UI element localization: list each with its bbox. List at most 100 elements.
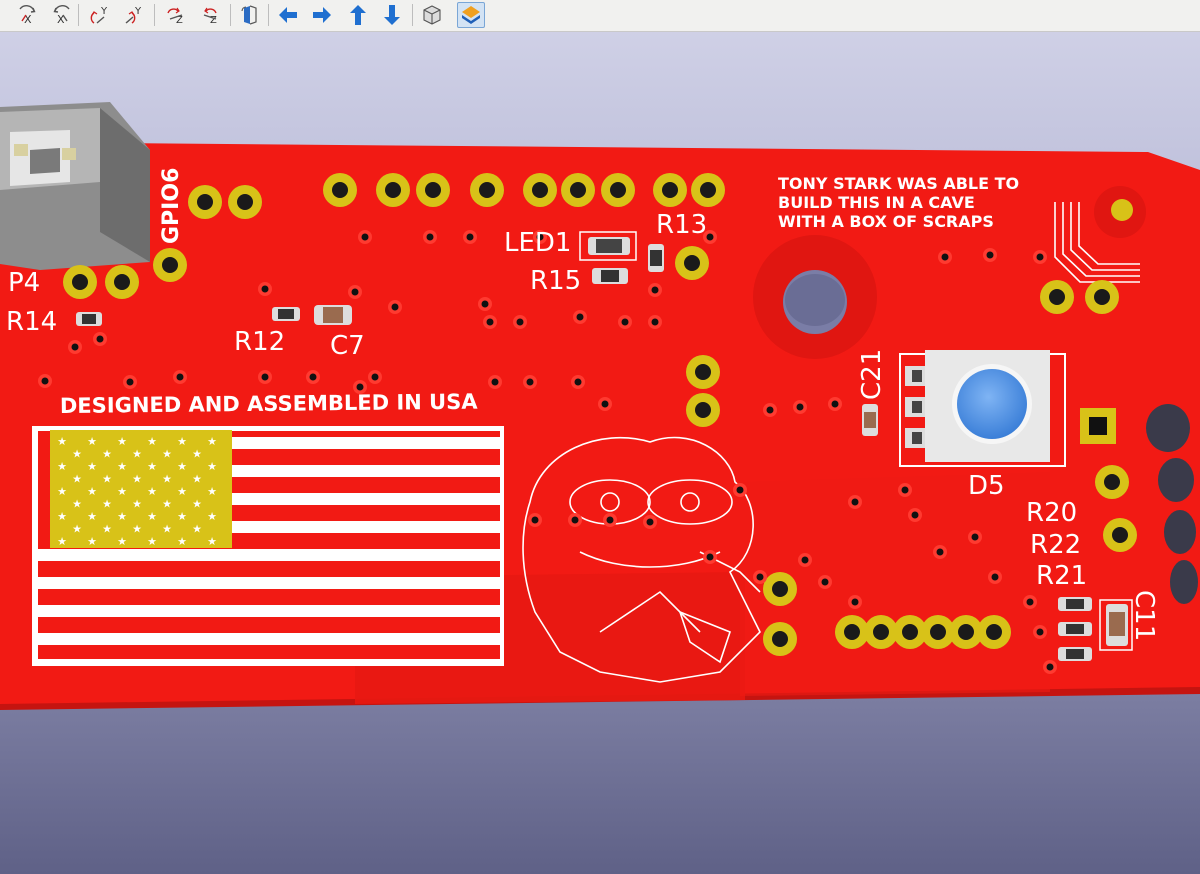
rotate-z-counterclockwise-icon: Z [203,7,217,26]
gpio6-label: GPIO6 [159,168,184,244]
move-up-button[interactable] [344,2,372,28]
drill-hole [114,274,130,290]
via [531,516,539,524]
via [1026,598,1034,606]
rotate-x-counterclockwise-button[interactable]: X [47,2,75,28]
star: ★ [177,510,187,523]
drill-hole [844,624,860,640]
drill-hole [662,182,678,198]
star: ★ [162,473,172,486]
r12-resistor [272,307,300,321]
drill-hole [532,182,548,198]
drill-hole [684,255,700,271]
via [574,378,582,386]
via [606,516,614,524]
tony-stark-line-1: TONY STARK WAS ABLE TO [778,174,1019,193]
via [391,303,399,311]
star: ★ [192,498,202,511]
star: ★ [192,473,202,486]
star: ★ [87,435,97,448]
flip-board-icon [241,5,257,25]
drill-hole [385,182,401,198]
rotate-y-counterclockwise-button[interactable]: Y [120,2,148,28]
via [851,598,859,606]
r14-resistor [76,312,102,326]
drill-hole [237,194,253,210]
star: ★ [162,498,172,511]
rotate-x-clockwise-button[interactable]: X [14,2,42,28]
star: ★ [207,535,217,548]
r15-label: R15 [530,266,581,296]
via [126,378,134,386]
via [526,378,534,386]
tony-stark-line-2: BUILD THIS IN A CAVE [778,193,975,212]
rotate-z-counterclockwise-button[interactable]: Z [196,2,224,28]
orthographic-view-button[interactable] [418,2,446,28]
via [309,373,317,381]
star: ★ [147,485,157,498]
c7-capacitor [314,305,352,325]
drill-hole [1112,527,1128,543]
star: ★ [117,535,127,548]
via [491,378,499,386]
via [986,251,994,259]
via [261,373,269,381]
star: ★ [177,485,187,498]
via [706,233,714,241]
star: ★ [207,510,217,523]
star: ★ [87,510,97,523]
drill-hole [570,182,586,198]
drill-hole [695,402,711,418]
star: ★ [117,460,127,473]
via [796,403,804,411]
designed-in-usa-label: DESIGNED AND ASSEMBLED IN USA [60,390,479,418]
d5-label: D5 [968,471,1005,501]
rotate-y-counterclockwise-icon: Y [125,6,142,24]
move-down-button[interactable] [378,2,406,28]
led1-label: LED1 [504,228,571,258]
via [361,233,369,241]
svg-text:X: X [57,13,65,26]
via [1046,663,1054,671]
drill-hole [479,182,495,198]
via [71,343,79,351]
move-right-button[interactable] [308,2,336,28]
rotate-y-clockwise-button[interactable]: Y [86,2,114,28]
drill-hole [695,364,711,380]
drill-hole [162,257,178,273]
via [96,335,104,343]
p4-label: P4 [8,268,40,298]
tony-stark-line-3: WITH A BOX OF SCRAPS [778,212,994,231]
via [651,286,659,294]
star: ★ [117,435,127,448]
move-left-button[interactable] [274,2,302,28]
flip-board-button[interactable] [236,2,264,28]
star: ★ [87,460,97,473]
via [1036,253,1044,261]
drill-hole [772,581,788,597]
star: ★ [207,435,217,448]
star: ★ [57,435,67,448]
star: ★ [162,448,172,461]
layers-view-button[interactable] [457,2,485,28]
star: ★ [147,460,157,473]
via [261,285,269,293]
via [41,377,49,385]
star: ★ [162,523,172,536]
3d-pcb-viewport[interactable]: ★★★★★★★★★★★★★★★★★★★★★★★★★★★★★★★★★★★★★★★★… [0,32,1200,874]
via [651,318,659,326]
svg-text:X: X [24,13,32,26]
rotate-x-counterclockwise-icon: X [53,5,70,26]
via [971,533,979,541]
via [851,498,859,506]
star: ★ [132,498,142,511]
drill-hole [958,624,974,640]
rotate-z-clockwise-button[interactable]: Z [162,2,190,28]
drill-hole [197,194,213,210]
via [756,573,764,581]
star: ★ [177,435,187,448]
rotate-y-clockwise-icon: Y [90,6,108,24]
star: ★ [72,498,82,511]
star: ★ [132,448,142,461]
via [1036,628,1044,636]
